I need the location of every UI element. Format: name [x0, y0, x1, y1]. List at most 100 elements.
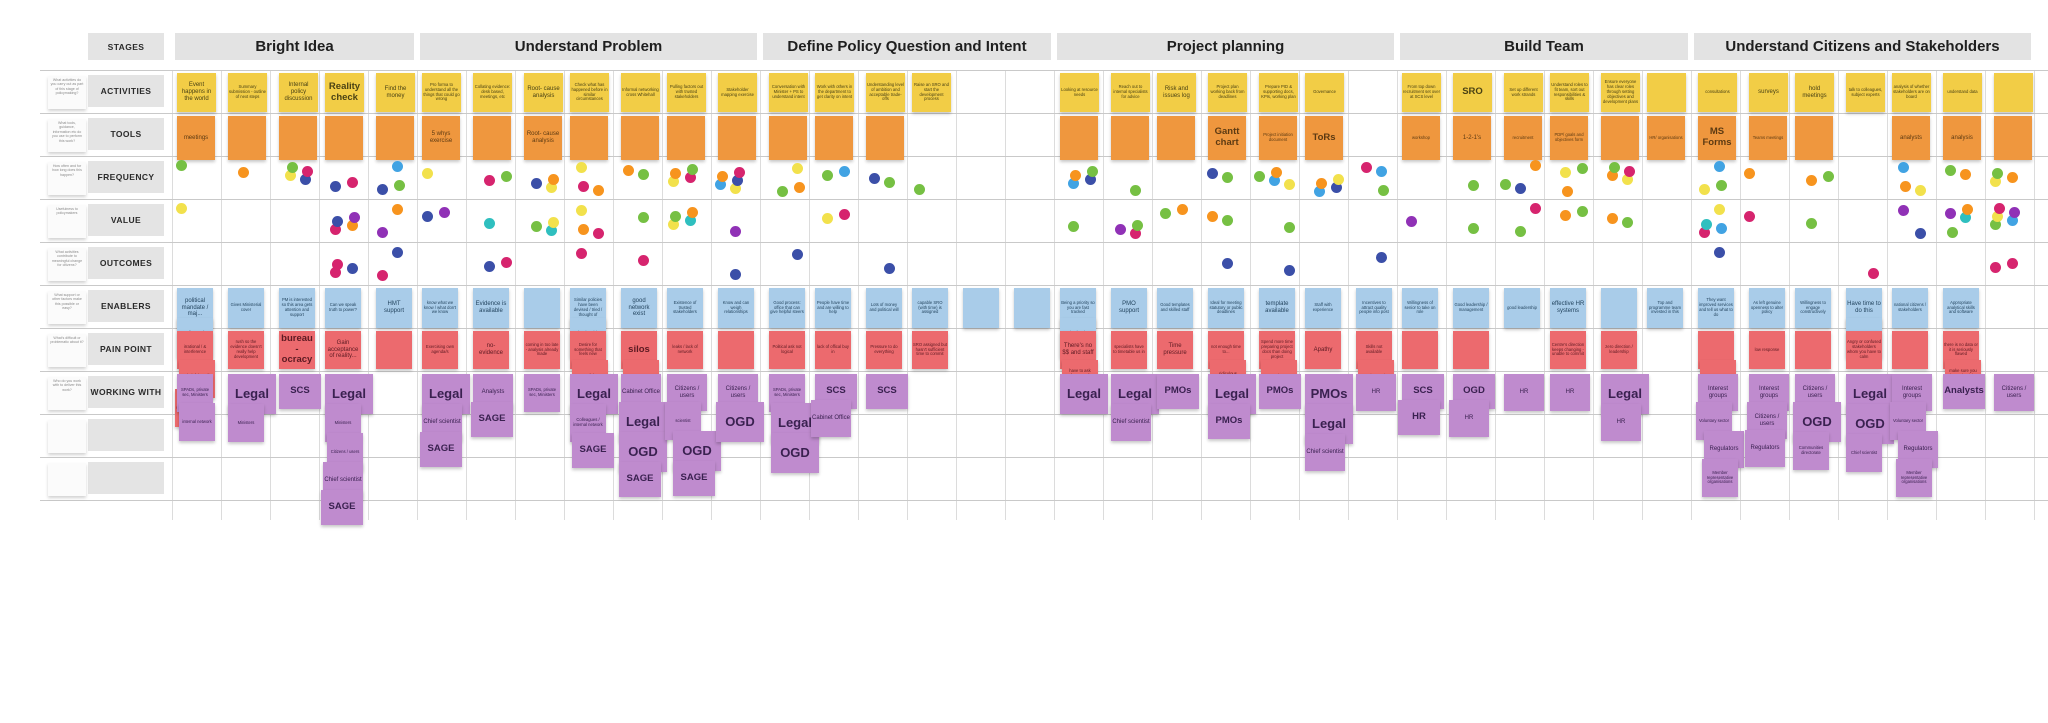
sticky-note[interactable]: understand data [1943, 73, 1982, 112]
vote-dot-crimson[interactable] [330, 224, 341, 235]
vote-dot-purple[interactable] [730, 226, 741, 237]
sticky-note[interactable]: Ministers [228, 404, 264, 442]
sticky-note[interactable] [1111, 116, 1149, 160]
vote-dot-lightblue[interactable] [715, 179, 726, 190]
sticky-note[interactable]: Incentives to attract quality people int… [1356, 288, 1392, 328]
sticky-note[interactable]: Pro forma to understand all the things t… [422, 73, 461, 112]
row-question-note[interactable]: What activities contribute to meaningful… [48, 248, 86, 281]
row-question-note[interactable]: How often and for how long does this hap… [48, 162, 86, 195]
vote-dot-lightblue[interactable] [392, 161, 403, 172]
vote-dot-orange[interactable] [1207, 211, 1218, 222]
vote-dot-yellow[interactable] [576, 162, 587, 173]
vote-dot-blue[interactable] [1085, 174, 1096, 185]
sticky-note[interactable]: Reality check [325, 73, 364, 112]
vote-dot-crimson[interactable] [302, 166, 313, 177]
vote-dot-crimson[interactable] [501, 257, 512, 268]
sticky-note[interactable]: consultations [1698, 73, 1737, 112]
sticky-note[interactable]: surveys [1749, 73, 1788, 112]
sticky-note[interactable]: Willingness to engage constructively [1795, 288, 1831, 328]
vote-dot-crimson[interactable] [1130, 228, 1141, 239]
sticky-note[interactable]: Work with others in the department to ge… [815, 73, 854, 112]
sticky-note[interactable]: Event happens in the world [177, 73, 216, 112]
sticky-note[interactable]: leaks / lack of network [667, 331, 703, 369]
vote-dot-crimson[interactable] [593, 228, 604, 239]
vote-dot-purple[interactable] [1898, 205, 1909, 216]
sticky-note[interactable]: Exercising own agenda/s [422, 331, 458, 369]
sticky-note[interactable]: Gantt chart [1208, 116, 1246, 160]
sticky-note[interactable]: Reach out to internal specialists for ad… [1111, 73, 1150, 112]
sticky-note[interactable]: Can we speak truth to power? [325, 288, 361, 328]
vote-dot-lightblue[interactable] [1714, 161, 1725, 172]
vote-dot-purple[interactable] [439, 207, 450, 218]
sticky-note[interactable]: Legal [1060, 374, 1108, 414]
sticky-note[interactable]: Governance [1305, 73, 1344, 112]
vote-dot-lightblue[interactable] [1269, 175, 1280, 186]
sticky-note[interactable]: Root- cause analysis [524, 116, 562, 160]
vote-dot-purple[interactable] [1115, 224, 1126, 235]
vote-dot-green[interactable] [822, 170, 833, 181]
row-question-note[interactable]: What activities do you carry out as part… [48, 76, 86, 109]
sticky-note[interactable]: SAGE [619, 462, 661, 497]
vote-dot-blue[interactable] [730, 269, 741, 280]
vote-dot-blue[interactable] [1714, 247, 1725, 258]
vote-dot-crimson[interactable] [734, 167, 745, 178]
sticky-note[interactable]: Staff with experience [1305, 288, 1341, 328]
vote-dot-crimson[interactable] [1994, 203, 2005, 214]
sticky-note[interactable]: Internal policy discussion [279, 73, 318, 112]
vote-dot-purple[interactable] [1945, 208, 1956, 219]
vote-dot-crimson[interactable] [1699, 227, 1710, 238]
sticky-note[interactable]: Ideal for meeting statutory or public de… [1208, 288, 1244, 328]
vote-dot-green[interactable] [1468, 223, 1479, 234]
sticky-note[interactable] [667, 116, 705, 160]
vote-dot-yellow[interactable] [668, 176, 679, 187]
vote-dot-blue[interactable] [332, 216, 343, 227]
sticky-note[interactable]: 1-2-1's [1453, 116, 1491, 160]
sticky-note[interactable]: Member representative organisations [1896, 459, 1932, 497]
vote-dot-green[interactable] [1068, 221, 1079, 232]
vote-dot-green[interactable] [531, 221, 542, 232]
vote-dot-yellow[interactable] [546, 182, 557, 193]
vote-dot-orange[interactable] [578, 224, 589, 235]
vote-dot-teal[interactable] [484, 218, 495, 229]
vote-dot-yellow[interactable] [285, 170, 296, 181]
vote-dot-green[interactable] [884, 177, 895, 188]
vote-dot-teal[interactable] [546, 225, 557, 236]
vote-dot-blue[interactable] [377, 184, 388, 195]
vote-dot-green[interactable] [1716, 180, 1727, 191]
sticky-note[interactable]: low response [1749, 331, 1785, 369]
vote-dot-orange[interactable] [548, 174, 559, 185]
vote-dot-orange[interactable] [1607, 213, 1618, 224]
sticky-note[interactable]: HR [1601, 404, 1641, 441]
vote-dot-teal[interactable] [1960, 212, 1971, 223]
vote-dot-crimson[interactable] [2007, 258, 2018, 269]
vote-dot-yellow[interactable] [730, 183, 741, 194]
sticky-note[interactable]: zero direction / leadership [1601, 331, 1637, 369]
vote-dot-crimson[interactable] [1361, 162, 1372, 173]
sticky-note[interactable]: effective HR systems [1550, 288, 1586, 328]
sticky-note[interactable]: SAGE [673, 461, 715, 496]
vote-dot-orange[interactable] [670, 168, 681, 179]
vote-dot-orange[interactable] [2007, 172, 2018, 183]
vote-dot-yellow[interactable] [1714, 204, 1725, 215]
sticky-note[interactable]: meetings [177, 116, 215, 160]
vote-dot-orange[interactable] [1177, 204, 1188, 215]
vote-dot-blue[interactable] [484, 261, 495, 272]
sticky-note[interactable] [1453, 331, 1489, 369]
sticky-note[interactable]: Teams meetings [1749, 116, 1787, 160]
sticky-note[interactable]: SAGE [420, 432, 462, 467]
vote-dot-green[interactable] [1577, 163, 1588, 174]
vote-dot-orange[interactable] [347, 220, 358, 231]
sticky-note[interactable]: Evidence is available [473, 288, 509, 328]
vote-dot-yellow[interactable] [1284, 179, 1295, 190]
sticky-note[interactable]: Know and can weigh relationships [718, 288, 754, 328]
vote-dot-crimson[interactable] [347, 177, 358, 188]
vote-dot-green[interactable] [1947, 227, 1958, 238]
sticky-note[interactable]: Root- cause analysis [524, 73, 563, 112]
vote-dot-blue[interactable] [392, 247, 403, 258]
vote-dot-blue[interactable] [330, 181, 341, 192]
vote-dot-green[interactable] [777, 186, 788, 197]
sticky-note[interactable]: Apathy [1305, 331, 1341, 369]
sticky-note[interactable]: SAGE [572, 433, 614, 468]
vote-dot-green[interactable] [1468, 180, 1479, 191]
sticky-note[interactable]: HR [1504, 374, 1544, 411]
